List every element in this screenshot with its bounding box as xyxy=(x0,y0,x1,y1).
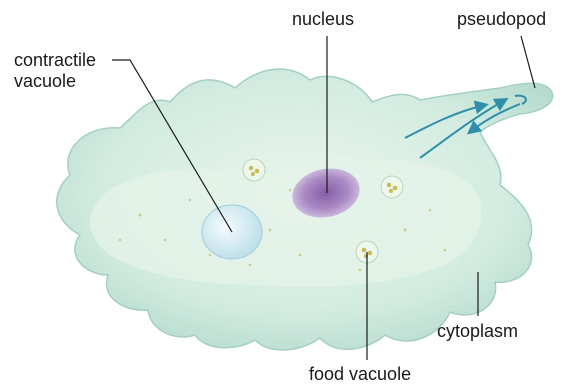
leader-pseudopod xyxy=(521,36,535,88)
label-contractile-vacuole: contractile vacuole xyxy=(14,50,96,92)
label-food-vacuole: food vacuole xyxy=(309,364,411,385)
food-vacuole-1 xyxy=(243,159,265,181)
endoplasm xyxy=(90,157,481,287)
label-pseudopod: pseudopod xyxy=(457,9,546,30)
food-vacuole-2 xyxy=(381,176,403,198)
label-cytoplasm: cytoplasm xyxy=(437,321,518,342)
label-nucleus: nucleus xyxy=(292,9,354,30)
